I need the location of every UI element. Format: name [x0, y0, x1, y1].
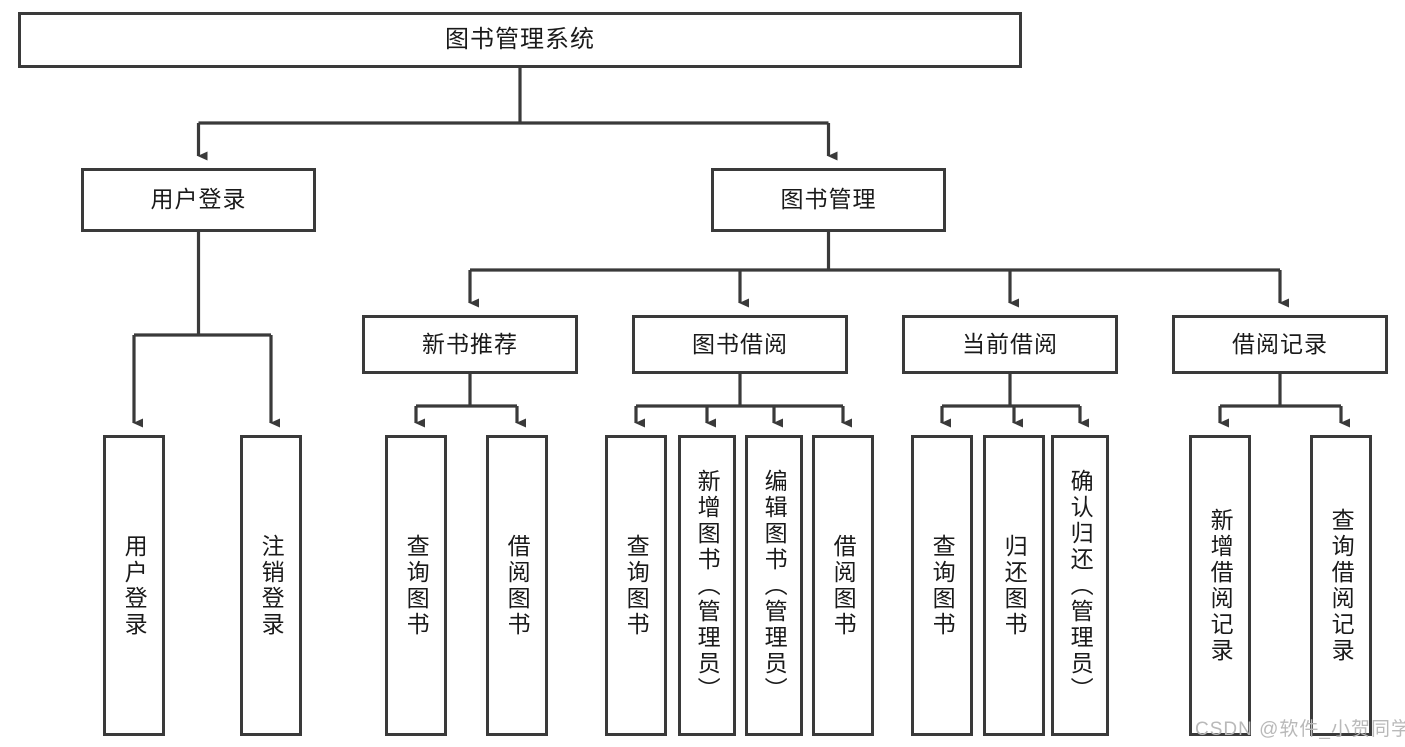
node-leaf-add-book-label: 新增图书（管理员） — [694, 468, 721, 703]
node-leaf-return-book-label: 归还图书 — [1001, 533, 1028, 638]
node-leaf-query-book-1-label: 查询图书 — [403, 533, 430, 638]
node-leaf-query-book-3-label: 查询图书 — [929, 533, 956, 638]
node-leaf-user-login[interactable]: 用户登录 — [103, 435, 165, 736]
node-leaf-add-book[interactable]: 新增图书（管理员） — [678, 435, 736, 736]
node-leaf-edit-book[interactable]: 编辑图书（管理员） — [745, 435, 803, 736]
node-leaf-user-logout-label: 注销登录 — [258, 533, 285, 638]
node-book-borrow-label: 图书借阅 — [692, 330, 788, 357]
node-user-login[interactable]: 用户登录 — [81, 168, 316, 232]
node-root[interactable]: 图书管理系统 — [18, 12, 1022, 68]
node-current-borrow-label: 当前借阅 — [962, 330, 1058, 357]
node-book-borrow[interactable]: 图书借阅 — [632, 315, 848, 374]
node-leaf-query-record[interactable]: 查询借阅记录 — [1310, 435, 1372, 736]
node-leaf-borrow-book-1-label: 借阅图书 — [504, 533, 531, 638]
node-book-manage-label: 图书管理 — [780, 186, 877, 213]
node-leaf-confirm-return-label: 确认归还（管理员） — [1067, 468, 1094, 703]
node-leaf-add-record[interactable]: 新增借阅记录 — [1189, 435, 1251, 736]
node-borrow-record-label: 借阅记录 — [1232, 330, 1328, 357]
csdn-watermark: CSDN @软件_小贺同学 — [1195, 719, 1405, 740]
node-user-login-label: 用户登录 — [150, 186, 247, 213]
node-book-manage[interactable]: 图书管理 — [711, 168, 946, 232]
node-leaf-query-record-label: 查询借阅记录 — [1328, 507, 1355, 664]
node-leaf-borrow-book-2[interactable]: 借阅图书 — [812, 435, 874, 736]
node-leaf-user-logout[interactable]: 注销登录 — [240, 435, 302, 736]
node-leaf-return-book[interactable]: 归还图书 — [983, 435, 1045, 736]
node-leaf-borrow-book-2-label: 借阅图书 — [830, 533, 857, 638]
node-leaf-add-record-label: 新增借阅记录 — [1207, 507, 1234, 664]
node-leaf-query-book-2[interactable]: 查询图书 — [605, 435, 667, 736]
node-borrow-record[interactable]: 借阅记录 — [1172, 315, 1388, 374]
node-leaf-query-book-1[interactable]: 查询图书 — [385, 435, 447, 736]
node-root-label: 图书管理系统 — [445, 25, 595, 53]
node-leaf-edit-book-label: 编辑图书（管理员） — [761, 468, 788, 703]
node-leaf-query-book-2-label: 查询图书 — [623, 533, 650, 638]
node-new-book-rec[interactable]: 新书推荐 — [362, 315, 578, 374]
node-leaf-query-book-3[interactable]: 查询图书 — [911, 435, 973, 736]
node-leaf-borrow-book-1[interactable]: 借阅图书 — [486, 435, 548, 736]
node-current-borrow[interactable]: 当前借阅 — [902, 315, 1118, 374]
node-leaf-user-login-label: 用户登录 — [121, 533, 148, 638]
node-new-book-rec-label: 新书推荐 — [422, 330, 518, 357]
node-leaf-confirm-return[interactable]: 确认归还（管理员） — [1051, 435, 1109, 736]
